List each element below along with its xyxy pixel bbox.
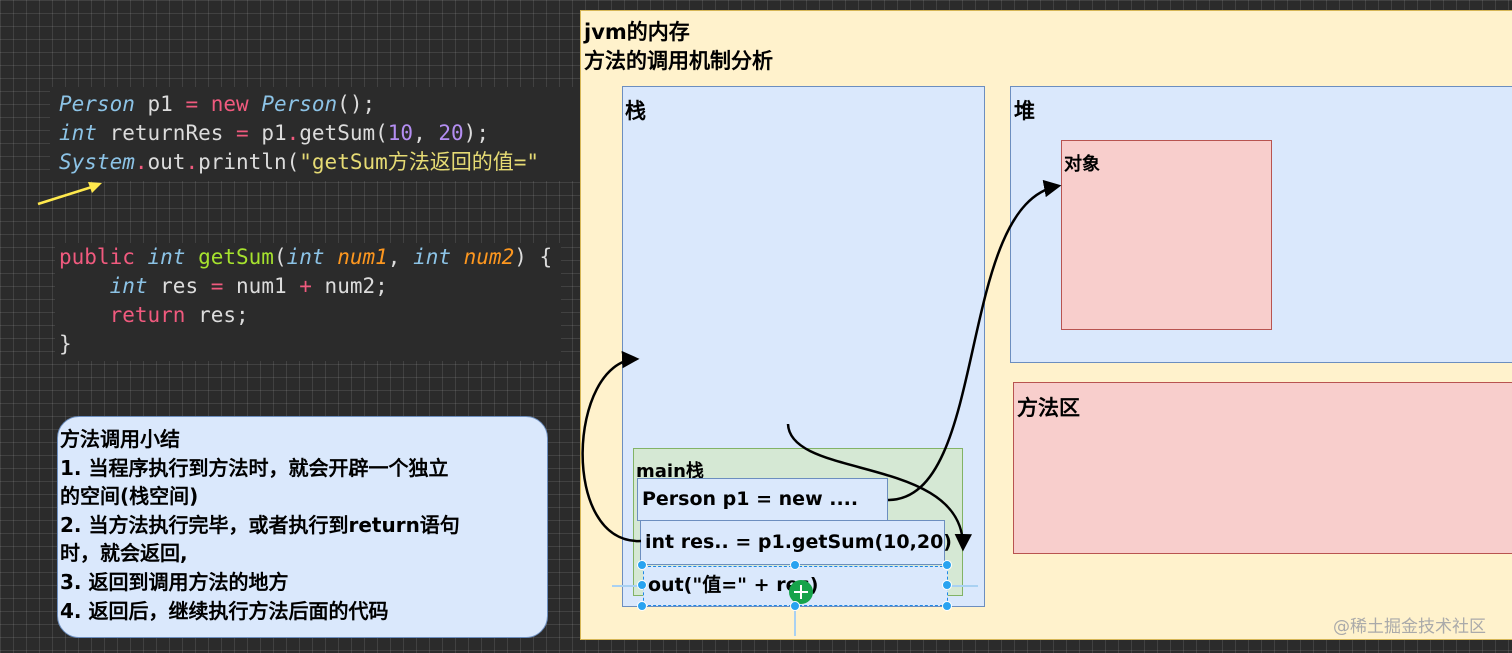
- summary-box[interactable]: 方法调用小结 1. 当程序执行到方法时，就会开辟一个独立 的空间(栈空间) 2.…: [57, 416, 548, 638]
- method-area-label: 方法区: [1017, 396, 1080, 420]
- summary-title: 方法调用小结: [60, 427, 180, 451]
- jvm-title: jvm的内存 方法的调用机制分析: [584, 20, 773, 73]
- resize-handle[interactable]: [637, 560, 647, 570]
- code-line: return res;: [109, 303, 249, 327]
- call-arrow: [581, 350, 642, 543]
- resize-handle[interactable]: [790, 601, 800, 611]
- resize-handle[interactable]: [942, 580, 952, 590]
- summary-line: 4. 返回后，继续执行方法后面的代码: [60, 598, 389, 623]
- reference-arrow: [887, 179, 1062, 502]
- return-arrow: [786, 423, 973, 552]
- main-frame-label: main栈: [636, 461, 704, 482]
- code-line: int res = num1 + num2;: [109, 274, 388, 298]
- method-area[interactable]: [1013, 382, 1512, 554]
- code-block-method: public int getSum(int num1, int num2) { …: [55, 243, 561, 361]
- move-cross-icon: [794, 585, 808, 599]
- summary-line: 时，就会返回,: [60, 541, 188, 566]
- summary-line: 的空间(栈空间): [60, 484, 199, 509]
- code-line: Person p1 = new Person();: [59, 92, 376, 116]
- resize-handle[interactable]: [942, 601, 952, 611]
- summary-line: 2. 当方法执行完毕，或者执行到return语句: [60, 512, 460, 537]
- pointer-arrow-head: [88, 182, 102, 193]
- code-line: System.out.println("getSum方法返回的值=": [59, 150, 540, 174]
- code-line: public int getSum(int num1, int num2) {: [59, 245, 553, 269]
- summary-line: 1. 当程序执行到方法时，就会开辟一个独立: [60, 455, 449, 480]
- object-box[interactable]: [1061, 140, 1272, 330]
- code-line: int returnRes = p1.getSum(10, 20);: [59, 121, 489, 145]
- frame-cell-person[interactable]: Person p1 = new ....: [637, 478, 888, 521]
- heap-label: 堆: [1014, 99, 1035, 123]
- resize-handle[interactable]: [942, 560, 952, 570]
- code-line: }: [59, 332, 72, 356]
- pointer-arrow: [37, 184, 96, 206]
- resize-handle[interactable]: [637, 601, 647, 611]
- resize-handle[interactable]: [637, 580, 647, 590]
- summary-line: 3. 返回到调用方法的地方: [60, 569, 289, 594]
- object-label: 对象: [1064, 154, 1100, 175]
- stack-label: 栈: [625, 99, 646, 123]
- watermark: @稀土掘金技术社区: [1333, 617, 1486, 637]
- code-block-call: Person p1 = new Person(); int returnRes =…: [50, 87, 605, 181]
- resize-handle[interactable]: [790, 560, 800, 570]
